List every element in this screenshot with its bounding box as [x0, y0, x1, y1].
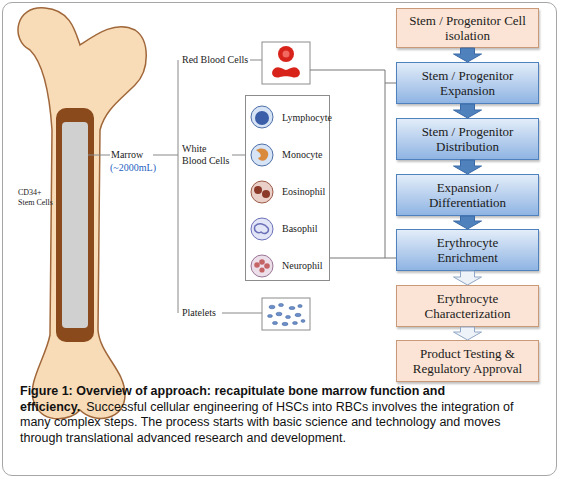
tree-line — [250, 60, 262, 61]
connector-line — [330, 258, 396, 259]
branch-label: Red Blood Cells — [182, 54, 252, 66]
process-box: Product Testing & Regulatory Approval — [396, 340, 539, 382]
box-text: Stem / Progenitor Distribution — [407, 124, 528, 154]
flow-arrow — [454, 104, 482, 118]
box-text: Stem / Progenitor Cell isolation — [407, 13, 528, 43]
connector-line — [385, 83, 396, 84]
box-text: Stem / Progenitor Expansion — [407, 68, 528, 98]
flow-arrow — [454, 216, 482, 229]
red-cell-icon — [283, 51, 290, 58]
cell-name: Basophil — [282, 223, 318, 235]
cell-name: Eosinophil — [282, 186, 325, 198]
process-box: Stem / Progenitor Cell isolation — [396, 8, 539, 48]
box-text: Expansion / Differentiation — [407, 180, 528, 210]
flow-arrow — [454, 48, 482, 62]
cell-name: Monocyte — [282, 149, 323, 161]
marrow-core — [62, 122, 88, 328]
flow-arrow — [454, 160, 482, 174]
flow-arrow — [454, 327, 482, 340]
tree-line — [222, 313, 262, 314]
tree-line — [153, 155, 178, 156]
branch-label: Platelets — [182, 307, 232, 319]
volume-label: (~2000mL) — [110, 162, 170, 174]
flow-arrow — [454, 271, 482, 285]
process-box: Erythrocyte Enrichment — [396, 229, 539, 271]
platelet-box — [262, 298, 310, 330]
box-text: Erythrocyte Enrichment — [407, 235, 528, 265]
connector-line — [310, 70, 385, 71]
femur-bone — [18, 8, 146, 419]
figure-caption-block: Figure 1: Overview of approach: recapitu… — [20, 384, 546, 446]
red-cell-icon — [278, 46, 294, 62]
tree-line — [178, 60, 179, 313]
box-text: Erythrocyte Characterization — [407, 291, 528, 321]
eosinophil-icon — [251, 181, 273, 203]
process-box: Expansion / Differentiation — [396, 174, 539, 216]
box-text: Product Testing & Regulatory Approval — [407, 346, 528, 376]
lymphocyte-icon — [251, 106, 273, 128]
rbc-box — [262, 42, 310, 84]
leader-line — [88, 155, 110, 156]
part-label: CD34+ Stem Cells — [18, 188, 58, 208]
process-box: Stem / Progenitor Expansion — [396, 62, 539, 104]
branch-label: White Blood Cells — [182, 143, 232, 167]
platelet-icons — [268, 303, 306, 325]
monocyte-icon — [251, 144, 273, 166]
part-label: Marrow — [111, 149, 161, 161]
connector-line — [385, 70, 386, 258]
cell-name: Neurophil — [282, 260, 323, 272]
basophil-icon — [251, 218, 273, 240]
neutrophil-icon — [251, 255, 273, 277]
process-box: Erythrocyte Characterization — [396, 285, 539, 327]
marrow-cavity — [56, 108, 94, 342]
tree-line — [232, 155, 245, 156]
figure-caption: Successful cellular engineering of HSCs … — [20, 400, 514, 445]
cell-list-box: LymphocyteMonocyteEosinophilBasophilNeur… — [245, 95, 330, 281]
process-box: Stem / Progenitor Distribution — [396, 118, 539, 160]
red-cell-icon — [272, 67, 300, 77]
cell-name: Lymphocyte — [282, 112, 332, 124]
